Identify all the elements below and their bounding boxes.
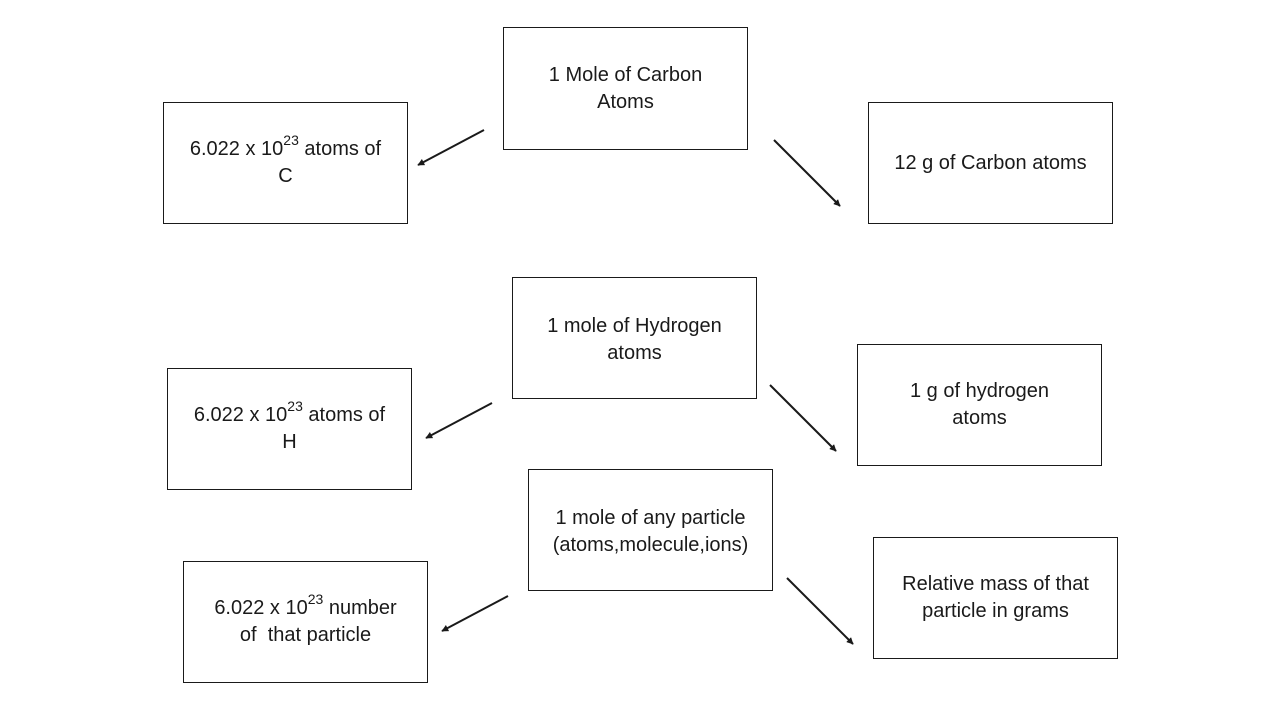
hydrogen-count-prefix: 6.022 x 10 (193, 404, 288, 426)
carbon-mass-label: 12 g of Carbon atoms (894, 151, 1087, 174)
any-particle-count-suffix: number (323, 597, 397, 619)
arrow-carbon-to-count (417, 129, 485, 166)
hydrogen-atoms-count-label: 6.022 x 1023 atoms of H (193, 399, 386, 456)
any-particle-count-box: 6.022 x 1023 number of that particle (183, 561, 428, 683)
carbon-mass-box: 12 g of Carbon atoms (868, 102, 1113, 224)
any-particle-count-label: 6.022 x 1023 number of that particle (214, 592, 397, 649)
carbon-atoms-count-box: 6.022 x 1023 atoms of C (163, 102, 408, 224)
any-particle-count-line2: of that particle (239, 624, 372, 646)
arrow-any-particle-to-count (441, 595, 509, 632)
any-particle-mass-box: Relative mass of that particle in grams (873, 537, 1118, 659)
carbon-mole-box: 1 Mole of Carbon Atoms (503, 27, 748, 150)
carbon-count-suffix: atoms of (298, 138, 382, 160)
arrow-carbon-to-mass (773, 139, 841, 207)
hydrogen-atoms-count-box: 6.022 x 1023 atoms of H (167, 368, 412, 490)
carbon-atoms-count-label: 6.022 x 1023 atoms of C (189, 133, 382, 190)
any-particle-count-prefix: 6.022 x 10 (214, 597, 308, 619)
hydrogen-mole-box: 1 mole of Hydrogen atoms (512, 277, 757, 399)
any-particle-mole-label: 1 mole of any particle (atoms,molecule,i… (553, 505, 749, 559)
hydrogen-count-exponent: 23 (287, 398, 303, 415)
hydrogen-mole-label: 1 mole of Hydrogen atoms (547, 315, 722, 364)
arrow-any-particle-to-mass (786, 577, 854, 645)
arrow-hydrogen-to-mass (769, 384, 837, 452)
carbon-count-prefix: 6.022 x 10 (189, 138, 284, 160)
arrow-hydrogen-to-count (425, 402, 493, 439)
carbon-count-exponent: 23 (283, 132, 299, 149)
any-particle-count-exponent: 23 (307, 591, 324, 608)
any-particle-mass-label: Relative mass of that particle in grams (902, 573, 1089, 622)
carbon-count-element: C (278, 165, 293, 187)
carbon-mole-label: 1 Mole of Carbon Atoms (548, 64, 703, 113)
hydrogen-count-element: H (282, 431, 297, 453)
any-particle-mole-box: 1 mole of any particle (atoms,molecule,i… (528, 469, 773, 591)
hydrogen-mass-box: 1 g of hydrogen atoms (857, 344, 1102, 466)
hydrogen-count-suffix: atoms of (302, 404, 386, 426)
any-particle-mole-line2: (atoms,molecule,ions) (552, 534, 749, 556)
any-particle-mole-line1: 1 mole of any particle (555, 507, 746, 529)
hydrogen-mass-label: 1 g of hydrogen atoms (910, 380, 1049, 429)
